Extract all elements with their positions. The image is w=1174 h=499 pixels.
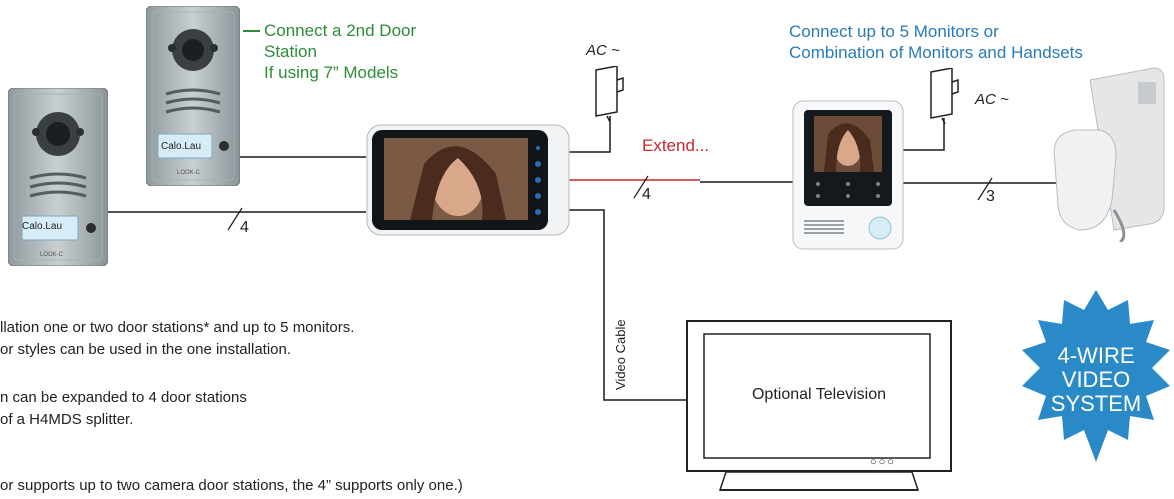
television-icon bbox=[686, 320, 952, 491]
tv-label: Optional Television bbox=[751, 386, 886, 403]
ac-label-right: AC ~ bbox=[975, 91, 1009, 108]
ac-adapter-right-icon bbox=[930, 68, 959, 124]
wire-count-handset: 3 bbox=[986, 188, 995, 205]
door-station-1 bbox=[8, 88, 108, 266]
door1-model: LOOK-C bbox=[40, 252, 64, 258]
door1-nameplate: Calo.Lau bbox=[22, 221, 63, 232]
badge-line2: VIDEO bbox=[1061, 367, 1131, 392]
video-cable-label: Video Cable bbox=[613, 319, 628, 390]
note-line4: of a H4MDS splitter. bbox=[0, 411, 134, 428]
wire-count-extend: 4 bbox=[642, 186, 651, 203]
wire-slash-extend bbox=[633, 175, 649, 199]
wire-count-main: 4 bbox=[240, 219, 249, 236]
extend-label: Extend... bbox=[642, 136, 710, 155]
door-station-2 bbox=[146, 6, 240, 186]
note-line3: n can be expanded to 4 door stations bbox=[0, 389, 247, 406]
door2-nameplate: Calo.Lau bbox=[161, 141, 202, 152]
wire-slash-main bbox=[227, 207, 243, 231]
badge-line1: 4-WIRE bbox=[1057, 343, 1135, 368]
ac-label-left: AC ~ bbox=[586, 42, 620, 59]
second-station-line2: Station bbox=[264, 42, 317, 61]
wire-ac-left bbox=[568, 116, 611, 153]
handset bbox=[1053, 67, 1165, 242]
monitor-7inch bbox=[366, 124, 570, 236]
badge-line3: SYSTEM bbox=[1050, 391, 1142, 416]
door2-model: LOOK-C bbox=[177, 170, 201, 176]
note-line1: llation one or two door stations* and up… bbox=[0, 319, 355, 336]
monitors-line2: Combination of Monitors and Handsets bbox=[789, 43, 1083, 62]
wire-slash-handset bbox=[977, 177, 993, 201]
second-station-line1: Connect a 2nd Door bbox=[264, 21, 417, 40]
monitor-4inch bbox=[792, 100, 904, 250]
tv-buttons: ○○○ bbox=[870, 456, 896, 468]
monitors-line1: Connect up to 5 Monitors or bbox=[789, 22, 999, 41]
wire-video-cable bbox=[568, 209, 688, 401]
note-line5: or supports up to two camera door statio… bbox=[0, 477, 463, 494]
wire-ac-right bbox=[903, 118, 945, 151]
second-station-line3: If using 7” Models bbox=[264, 63, 399, 82]
note-line2: or styles can be used in the one install… bbox=[0, 341, 292, 358]
ac-adapter-left-icon bbox=[595, 66, 624, 122]
system-badge bbox=[1022, 290, 1170, 462]
